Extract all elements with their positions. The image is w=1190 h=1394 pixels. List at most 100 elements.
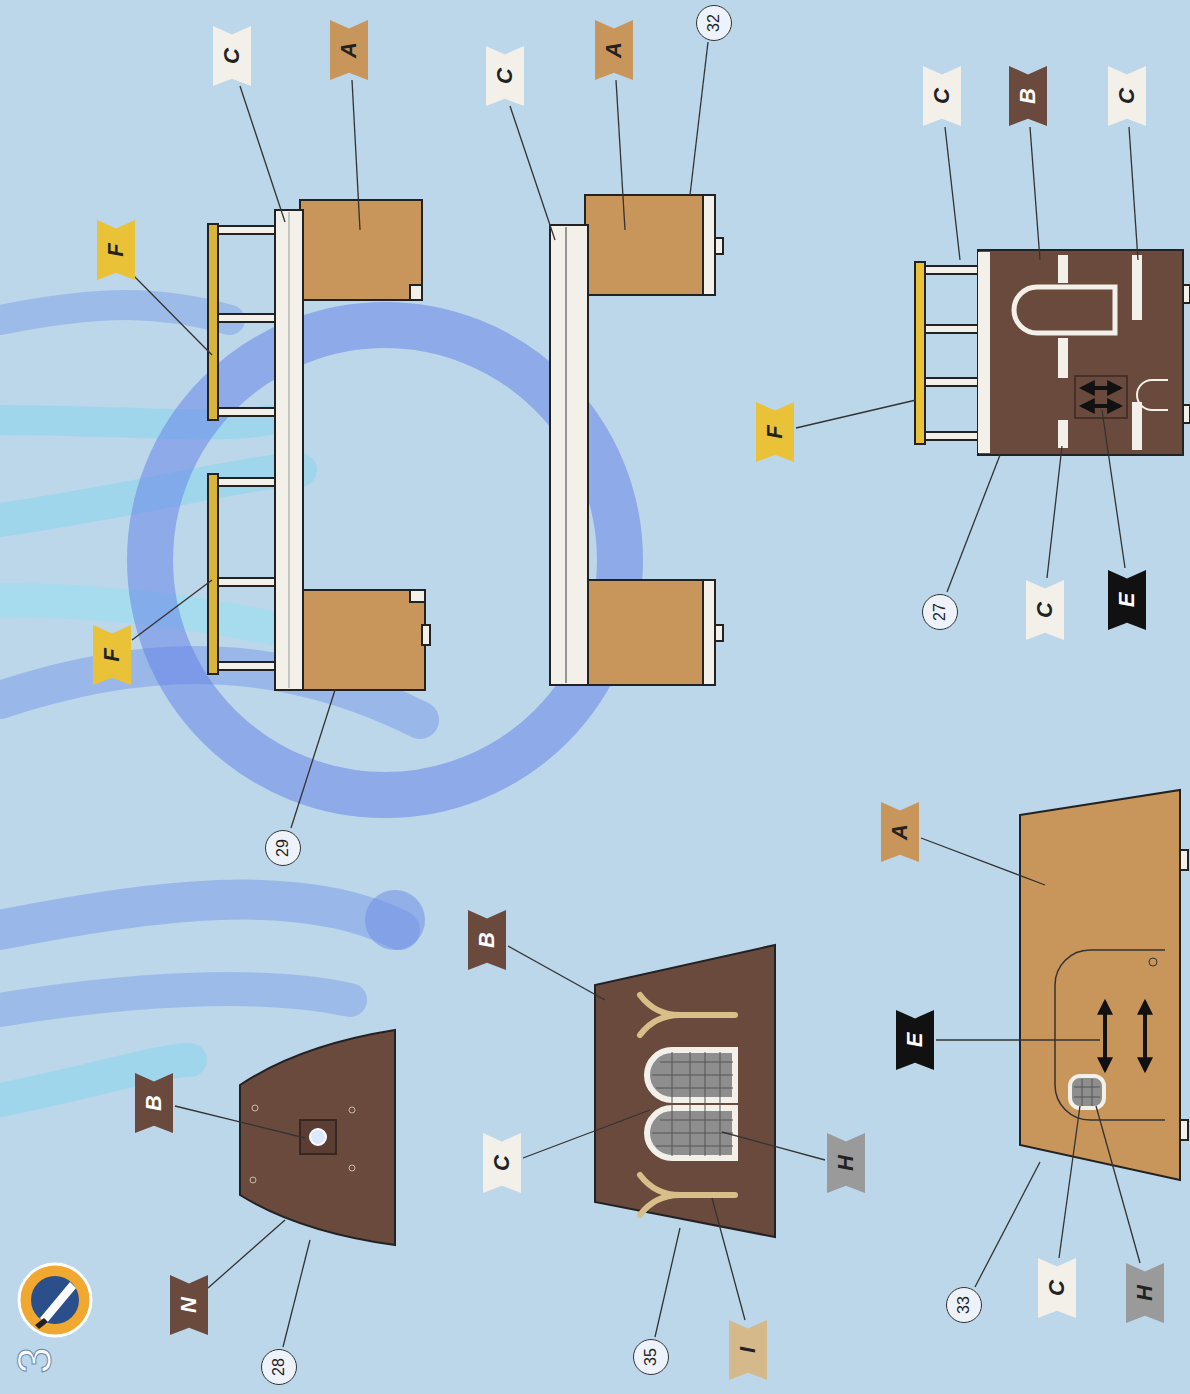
leader-lines — [1047, 446, 1062, 578]
part-35 — [656, 1146, 733, 1147]
swirl-decoration — [0, 305, 620, 1100]
label-text: H — [1132, 1285, 1158, 1301]
part-33 — [1143, 1002, 1147, 1070]
leader-lines — [132, 42, 1140, 1347]
leader-lines — [616, 80, 625, 230]
part-35 — [672, 1052, 673, 1156]
leader-lines — [690, 42, 708, 195]
part-32 — [715, 625, 723, 641]
label-text: F — [103, 243, 129, 256]
paint-code-flag: C — [213, 26, 251, 86]
part-33 — [1103, 1002, 1107, 1070]
part-29 — [300, 590, 425, 690]
leader-lines — [921, 838, 1045, 885]
leader-lines — [1059, 1106, 1080, 1258]
part-35 — [660, 1120, 733, 1121]
logo-badge — [35, 1318, 48, 1329]
part-27 — [925, 325, 980, 333]
part-29 — [410, 285, 422, 300]
leader-lines — [523, 1110, 650, 1158]
paint-code-flag: H — [827, 1133, 865, 1193]
part-35 — [705, 1052, 706, 1156]
part-27 — [915, 250, 1190, 455]
label-text: E — [902, 1033, 928, 1048]
part-35 — [647, 1108, 735, 1158]
part-29 — [410, 590, 425, 602]
leader-lines — [945, 127, 960, 260]
part-33 — [1092, 1079, 1093, 1106]
part-28 — [252, 1105, 258, 1111]
label-text: C — [219, 48, 245, 64]
part-35 — [720, 1052, 721, 1156]
callout-number: 33 — [946, 1287, 982, 1323]
part-35 — [595, 945, 775, 1237]
leader-lines — [175, 1106, 305, 1138]
part-28 — [250, 1177, 256, 1183]
part-29 — [218, 408, 275, 416]
callout-number: 32 — [696, 5, 732, 41]
leader-lines — [936, 1039, 1100, 1040]
label-text: 3 — [7, 1347, 62, 1374]
paint-code-flag: C — [1108, 66, 1146, 126]
part-27 — [925, 266, 980, 274]
leader-lines — [291, 690, 335, 828]
label-text: I — [735, 1347, 761, 1353]
part-29 — [218, 578, 275, 586]
label-text: 29 — [274, 839, 292, 857]
part-33 — [1070, 1076, 1104, 1108]
part-27 — [1058, 255, 1068, 283]
leader-lines — [722, 1132, 825, 1160]
leader-lines — [510, 106, 555, 240]
label-text: B — [1015, 88, 1041, 104]
label-text: F — [99, 648, 125, 661]
part-32 — [715, 238, 723, 254]
leader-lines — [508, 946, 605, 1000]
paint-code-flag: E — [896, 1010, 934, 1070]
part-33 — [1082, 1079, 1083, 1106]
part-29 — [300, 200, 422, 300]
paint-code-flag: C — [1026, 580, 1064, 640]
label-text: C — [1032, 602, 1058, 618]
part-27 — [1082, 404, 1120, 408]
leader-lines — [1030, 127, 1040, 260]
paint-code-flag: F — [97, 220, 135, 280]
part-28 — [349, 1107, 355, 1113]
part-32 — [550, 225, 588, 685]
part-27 — [978, 250, 1183, 455]
part-27 — [1132, 402, 1142, 450]
paint-code-flag: C — [483, 1133, 521, 1193]
part-35 — [656, 1088, 733, 1089]
label-text: A — [336, 42, 362, 58]
paint-code-flag: H — [1126, 1263, 1164, 1323]
label-text: C — [489, 1155, 515, 1171]
leader-lines — [1129, 127, 1138, 260]
paint-code-flag: N — [170, 1275, 208, 1335]
label-text: B — [474, 932, 500, 948]
paint-code-flag: B — [468, 910, 506, 970]
paint-code-flag: B — [1009, 66, 1047, 126]
swirl-decoration — [0, 420, 270, 424]
swirl-decoration — [365, 890, 425, 950]
leader-lines — [352, 80, 360, 230]
part-32 — [565, 227, 567, 683]
part-27 — [915, 262, 925, 444]
paint-code-flag: B — [135, 1073, 173, 1133]
leader-lines — [796, 400, 916, 428]
logo-badge — [31, 1276, 79, 1324]
leader-lines — [1102, 410, 1125, 568]
part-27 — [1183, 285, 1190, 303]
part-35 — [660, 1062, 733, 1063]
part-33 — [1074, 1097, 1100, 1098]
part-28 — [349, 1165, 355, 1171]
logo-badge — [40, 1282, 76, 1324]
part-35 — [640, 1175, 735, 1195]
leader-lines — [655, 1228, 680, 1337]
part-32 — [585, 195, 715, 295]
label-text: A — [601, 42, 627, 58]
part-29 — [208, 200, 430, 690]
label-text: E — [1114, 593, 1140, 608]
part-32 — [550, 195, 723, 685]
label-text: F — [762, 425, 788, 438]
part-33 — [1149, 958, 1157, 966]
